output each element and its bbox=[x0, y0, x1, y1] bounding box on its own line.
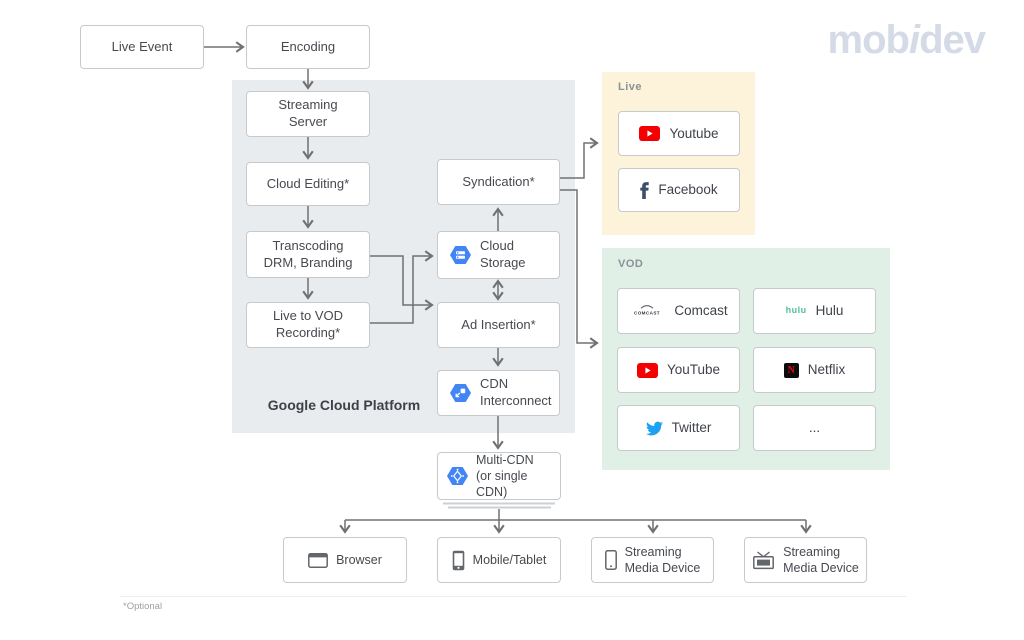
footnote-divider bbox=[120, 596, 906, 597]
node-multi-cdn: Multi-CDN(or single CDN) bbox=[437, 452, 561, 500]
brand-label: Facebook bbox=[658, 182, 718, 198]
gcp-panel-label: Google Cloud Platform bbox=[267, 397, 421, 413]
node-more-platforms: ... bbox=[753, 405, 876, 451]
node-live-event: Live Event bbox=[80, 25, 204, 69]
node-label: Multi-CDN(or single CDN) bbox=[476, 452, 534, 500]
youtube-icon bbox=[639, 126, 661, 141]
cdn-interconnect-icon bbox=[449, 383, 472, 403]
logo-part: mob bbox=[827, 18, 910, 62]
brand-label: ... bbox=[808, 420, 821, 436]
live-panel-title: Live bbox=[618, 81, 643, 93]
node-netflix: N Netflix bbox=[753, 347, 876, 393]
node-youtube-live: Youtube bbox=[618, 111, 740, 156]
node-encoding: Encoding bbox=[246, 25, 370, 69]
node-label: Encoding bbox=[280, 38, 336, 54]
logo-part: i bbox=[908, 18, 920, 62]
multi-cdn-icon bbox=[446, 466, 469, 486]
mobidev-logo: mobidev bbox=[828, 18, 986, 63]
node-label: Cloud Editing* bbox=[266, 175, 350, 191]
brand-label: Hulu bbox=[815, 303, 844, 319]
node-facebook-live: Facebook bbox=[618, 168, 740, 212]
node-label: Syndication* bbox=[462, 173, 535, 189]
node-mobile-tablet: Mobile/Tablet bbox=[437, 537, 561, 583]
node-twitter: Twitter bbox=[617, 405, 740, 451]
media-player-icon bbox=[604, 550, 617, 570]
logo-part: dev bbox=[919, 18, 986, 62]
node-syndication: Syndication* bbox=[437, 159, 560, 205]
youtube-icon bbox=[636, 362, 658, 378]
hulu-icon: hulu bbox=[785, 305, 807, 316]
mobile-icon bbox=[452, 550, 465, 571]
brand-label: YouTube bbox=[666, 362, 721, 378]
device-label: Mobile/Tablet bbox=[472, 552, 547, 567]
node-cloud-editing: Cloud Editing* bbox=[246, 162, 370, 206]
node-label: Ad Insertion* bbox=[461, 316, 536, 332]
svg-text:COMCAST: COMCAST bbox=[634, 311, 660, 316]
node-hulu: hulu Hulu bbox=[753, 288, 876, 334]
cloud-storage-icon bbox=[449, 245, 472, 265]
brand-label: Comcast bbox=[674, 303, 728, 319]
twitter-icon bbox=[645, 420, 663, 437]
footnote-optional: *Optional bbox=[123, 601, 163, 612]
node-browser: Browser bbox=[283, 537, 407, 583]
brand-label: Youtube bbox=[669, 125, 719, 141]
facebook-icon bbox=[640, 181, 650, 199]
brand-label: Netflix bbox=[807, 362, 846, 378]
brand-label: Twitter bbox=[671, 420, 712, 436]
tv-icon bbox=[752, 550, 775, 570]
node-ad-insertion: Ad Insertion* bbox=[437, 302, 560, 348]
node-youtube-vod: YouTube bbox=[617, 347, 740, 393]
netflix-icon: N bbox=[783, 362, 799, 378]
browser-icon bbox=[308, 552, 329, 568]
node-label: Live Event bbox=[111, 38, 173, 54]
device-label: Browser bbox=[336, 552, 382, 567]
node-comcast: COMCAST Comcast bbox=[617, 288, 740, 334]
vod-panel-title: VOD bbox=[618, 258, 644, 270]
comcast-icon: COMCAST bbox=[629, 303, 665, 319]
